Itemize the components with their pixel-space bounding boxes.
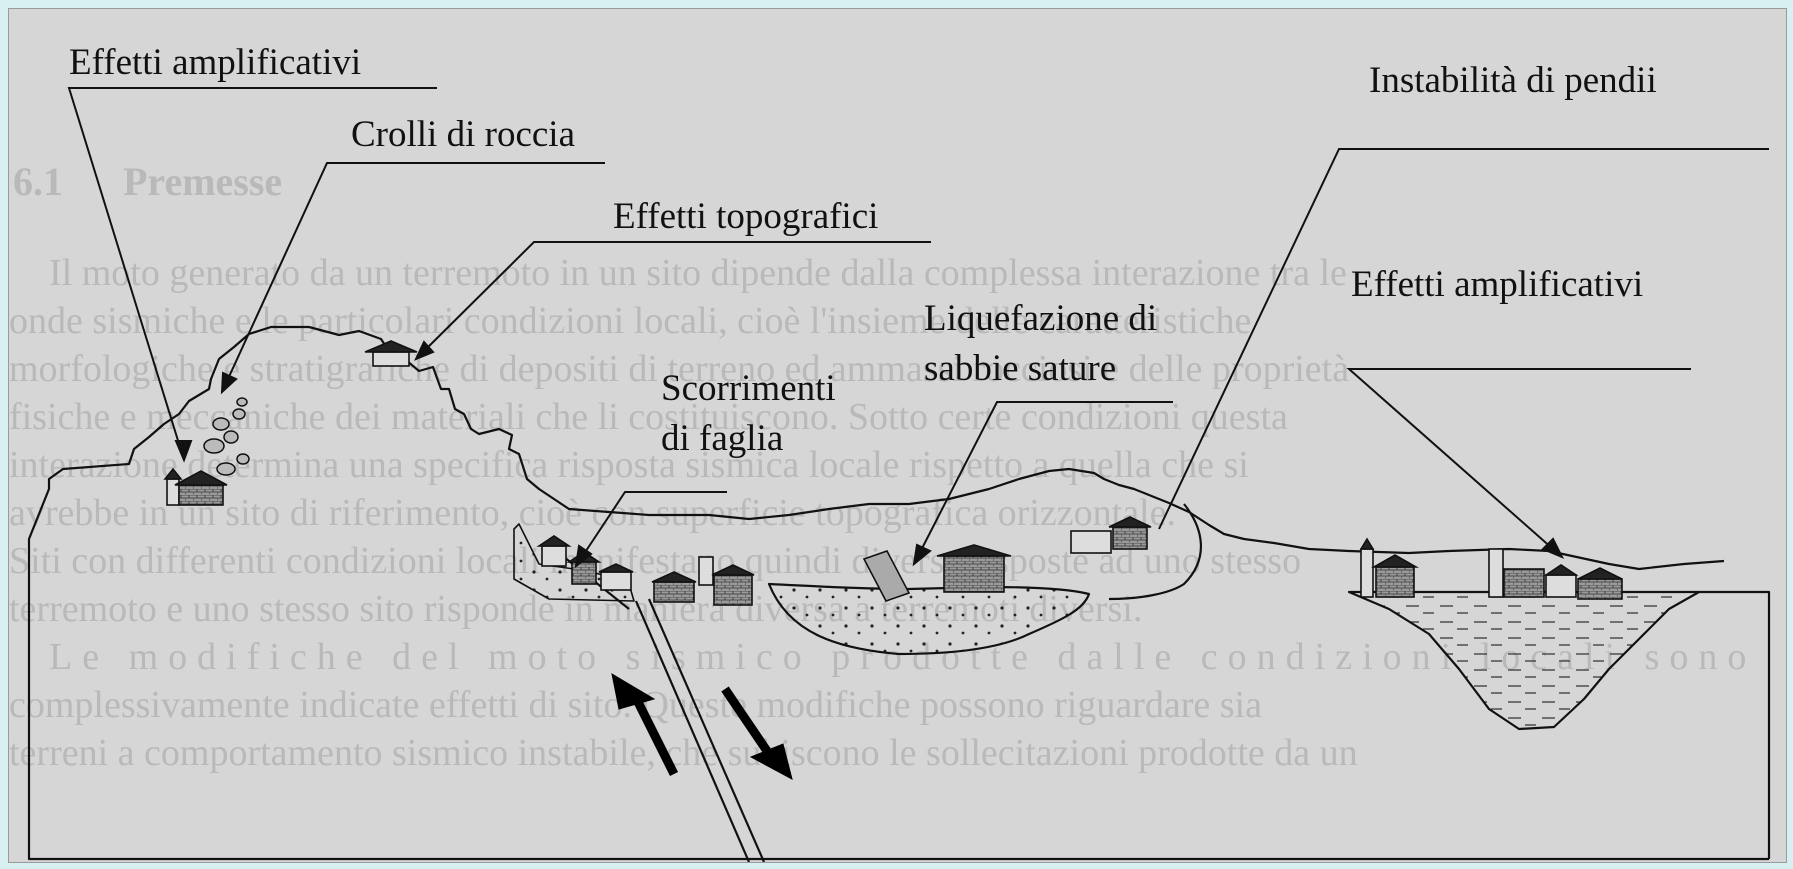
label-effetti-topografici: Effetti topografici <box>613 197 878 238</box>
slip-surface <box>1109 504 1201 599</box>
fault-arrows <box>612 674 792 779</box>
leader-scorrimenti-di-faglia <box>576 492 727 566</box>
label-liquefazione-line1: Liquefazione di <box>924 299 1157 340</box>
arrow-down-icon <box>751 744 792 779</box>
label-effetti-amplificativi-right: Effetti amplificativi <box>1351 265 1643 306</box>
site-effects-diagram <box>9 9 1786 862</box>
label-effetti-amplificativi-left: Effetti amplificativi <box>69 43 361 84</box>
leader-lines <box>69 88 1769 566</box>
arrow-up-icon <box>612 674 654 709</box>
sand-basin <box>769 584 1089 654</box>
buildings <box>165 341 1622 605</box>
leader-effetti-topografici <box>416 242 931 359</box>
leader-instabilita-di-pendii <box>1159 149 1769 529</box>
falling-rocks <box>204 398 249 475</box>
label-liquefazione-line2: sabbie sature <box>924 349 1116 390</box>
label-scorrimenti-line1: Scorrimenti <box>661 369 836 410</box>
label-scorrimenti-line2: di faglia <box>661 419 783 460</box>
figure-frame: 6.1 Premesse Il moto generato da un terr… <box>8 8 1787 863</box>
label-instabilita-di-pendii: Instabilità di pendii <box>1369 61 1657 102</box>
alluvial-basin <box>1349 592 1699 729</box>
leader-crolli-di-roccia <box>222 163 605 392</box>
leader-effetti-amplificativi-right <box>1349 369 1691 557</box>
label-crolli-di-roccia: Crolli di roccia <box>351 115 575 156</box>
fault-line-right <box>649 599 764 862</box>
